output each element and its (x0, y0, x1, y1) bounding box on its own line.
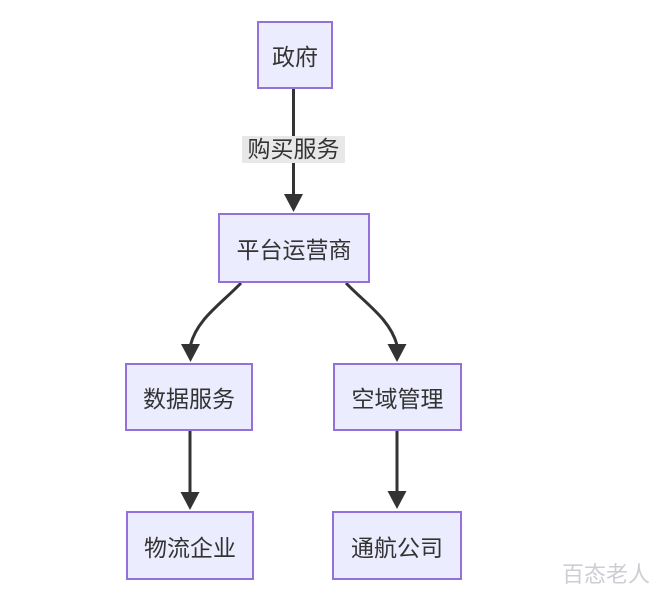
edge-platform-to-airspace (344, 281, 407, 362)
node-aviation-company-label: 通航公司 (351, 534, 443, 561)
node-logistics-company-label: 物流企业 (144, 534, 236, 561)
edge-airspace-to-aviation (387, 431, 407, 509)
edge-platform-to-data-service (181, 281, 243, 362)
node-government: 政府 (257, 21, 333, 89)
node-data-service: 数据服务 (125, 363, 253, 431)
watermark-text: 百态老人 (562, 562, 651, 587)
edge-label-purchase-service: 购买服务 (242, 136, 345, 163)
node-data-service-label: 数据服务 (143, 386, 235, 412)
node-logistics-company: 物流企业 (126, 511, 254, 580)
node-platform-operator-label: 平台运营商 (236, 237, 352, 263)
node-airspace-management-label: 空域管理 (351, 386, 444, 412)
node-government-label: 政府 (272, 44, 318, 70)
node-aviation-company: 通航公司 (332, 511, 462, 580)
node-airspace-management: 空域管理 (333, 363, 462, 431)
edge-data-service-to-logistics (180, 431, 200, 510)
node-platform-operator: 平台运营商 (218, 213, 370, 283)
